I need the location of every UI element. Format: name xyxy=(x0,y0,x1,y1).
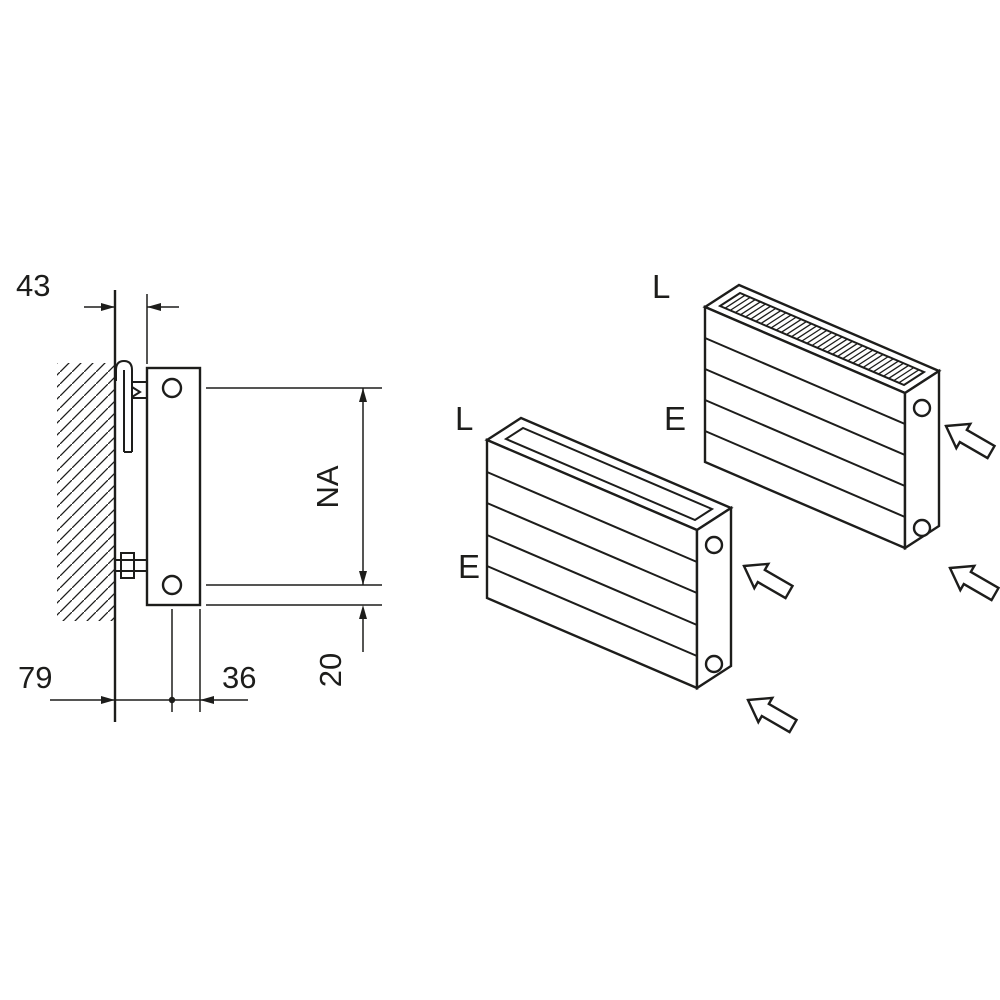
grille-lines xyxy=(719,292,925,386)
dim-43-label: 43 xyxy=(16,268,50,303)
radiator-unit-front: L E xyxy=(455,400,734,691)
flow-arrow-back-bottom-icon xyxy=(948,564,1000,602)
flow-arrow-front-bottom-icon xyxy=(746,696,799,734)
front-unit-slats xyxy=(486,471,698,657)
radiator-unit-back: L E xyxy=(652,268,942,551)
dimension-na: NA xyxy=(206,387,382,586)
side-view: 43 NA 20 79 36 xyxy=(16,268,382,722)
wall-hatching xyxy=(57,363,115,621)
back-unit-bottom-hub xyxy=(912,518,932,538)
dim-na-label: NA xyxy=(310,465,345,508)
back-unit-side-face xyxy=(903,368,941,551)
back-unit-entry-label: E xyxy=(664,400,686,437)
dim-36-label: 36 xyxy=(222,660,256,695)
front-unit-entry-label: E xyxy=(458,548,480,585)
radiator-section xyxy=(145,366,202,607)
flow-arrow-front-top-icon xyxy=(742,562,795,600)
bottom-connection-hub xyxy=(161,574,183,596)
back-unit-slats xyxy=(704,337,906,518)
dimension-43: 43 xyxy=(16,268,179,364)
top-connection-hub xyxy=(161,377,183,399)
dimension-20: 20 xyxy=(206,604,382,687)
front-unit-bottom-hub xyxy=(704,654,724,674)
dimension-79-36: 79 36 xyxy=(18,609,256,712)
dim-79-label: 79 xyxy=(18,660,52,695)
front-unit-side-face xyxy=(695,505,733,691)
bottom-bracket xyxy=(115,552,147,579)
back-unit-top-hub xyxy=(912,398,932,418)
flow-arrow-back-top-icon xyxy=(944,422,997,460)
back-unit-length-label: L xyxy=(652,268,670,305)
front-unit-length-label: L xyxy=(455,400,473,437)
isometric-views: L E L E xyxy=(455,268,1000,734)
front-unit-top-opening xyxy=(503,426,715,522)
dim-20-label: 20 xyxy=(313,653,348,687)
front-unit-top-hub xyxy=(704,535,724,555)
mounting-bracket xyxy=(115,359,147,453)
